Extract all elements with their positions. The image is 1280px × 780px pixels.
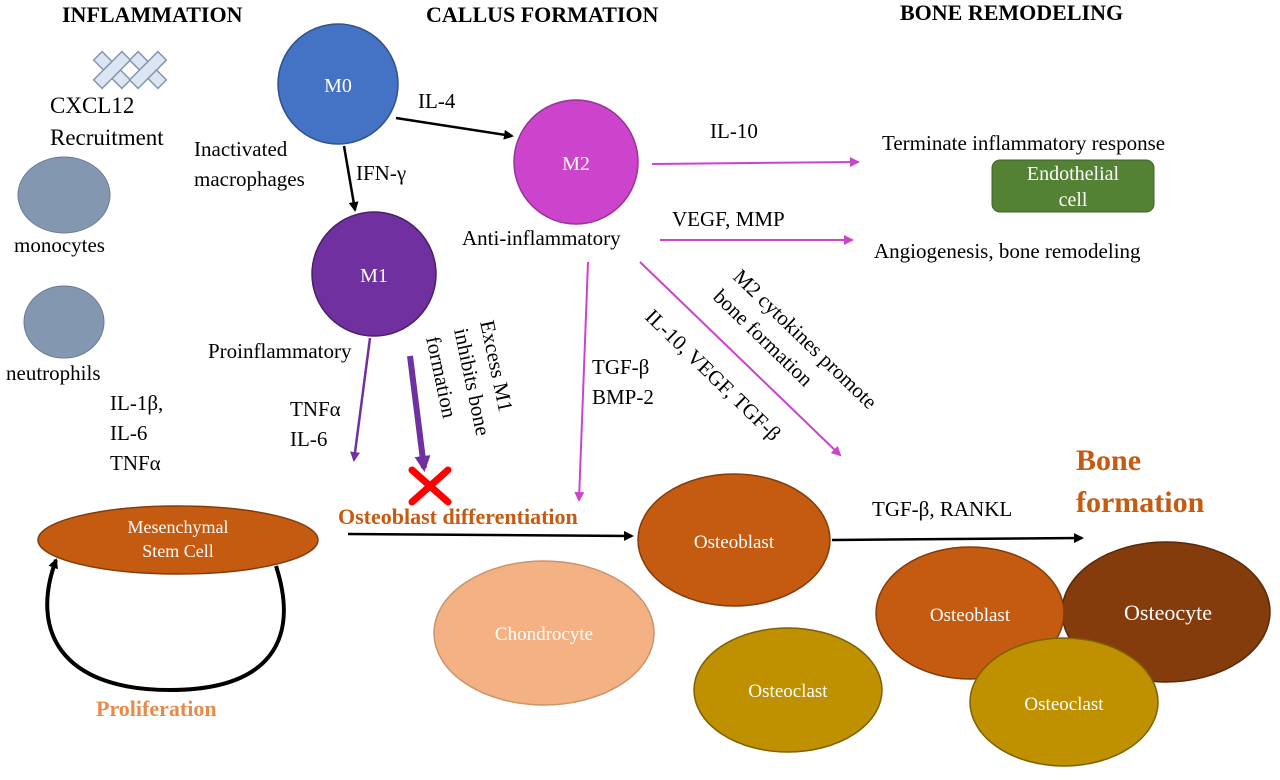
label-il10: IL-10 xyxy=(710,119,758,143)
label-angiogenesis: Angiogenesis, bone remodeling xyxy=(874,239,1141,263)
label-il6-a: IL-6 xyxy=(110,421,147,445)
label-bone: Bone xyxy=(1076,444,1141,477)
label-tgfb-rankl: TGF-β, RANKL xyxy=(872,497,1012,521)
label-vegf-mmp: VEGF, MMP xyxy=(672,207,785,231)
arrow-m2-terminate xyxy=(651,157,860,168)
header-inflammation: INFLAMMATION xyxy=(62,2,243,27)
m0-macrophage xyxy=(277,23,399,145)
label-proliferation: Proliferation xyxy=(96,696,217,721)
mesenchymal-stem-cell xyxy=(37,505,319,575)
label-macrophages: macrophages xyxy=(194,167,305,191)
osteoclast-right-label: Osteoclast xyxy=(1024,694,1104,715)
label-osteoblast-differentiation: Osteoblast differentiation xyxy=(338,504,578,529)
label-tgfb: TGF-β xyxy=(592,355,649,379)
label-ifng: IFN-γ xyxy=(356,161,406,185)
label-tnfa-a: TNFα xyxy=(110,451,161,475)
osteoclast-cell-right xyxy=(969,637,1159,767)
label-formation: formation xyxy=(1076,486,1205,519)
endothelial-label-1: Endothelial xyxy=(1027,163,1120,185)
monocyte-cell xyxy=(17,156,111,234)
label-neutrophils: neutrophils xyxy=(6,361,101,385)
label-anti-inflammatory: Anti-inflammatory xyxy=(462,226,621,250)
osteoblast-cell xyxy=(637,473,831,607)
chondrocyte-cell xyxy=(433,560,655,706)
label-il4: IL-4 xyxy=(418,89,456,113)
arrow-m0-to-m2 xyxy=(395,116,514,140)
label-bmp2: BMP-2 xyxy=(592,385,654,409)
label-il6-b: IL-6 xyxy=(290,427,327,451)
m1-label: M1 xyxy=(360,265,388,287)
header-bone-remodeling: BONE REMODELING xyxy=(900,0,1123,25)
label-proinflammatory: Proinflammatory xyxy=(208,339,352,363)
header-callus-formation: CALLUS FORMATION xyxy=(426,2,659,27)
osteoblast-label: Osteoblast xyxy=(694,532,775,553)
chondrocyte-label: Chondrocyte xyxy=(495,624,593,645)
m2-label: M2 xyxy=(562,153,590,175)
arrow-osteoblast-to-bone xyxy=(831,533,1084,544)
arrow-m1-inhibition xyxy=(407,355,431,472)
label-il1b: IL-1β, xyxy=(110,391,163,415)
osteoclast-label: Osteoclast xyxy=(748,681,828,702)
arrow-m2-osteoblast-diagonal xyxy=(639,261,842,457)
label-terminate: Terminate inflammatory response xyxy=(882,131,1165,155)
osteocyte-label: Osteocyte xyxy=(1124,600,1212,625)
label-recruitment: Recruitment xyxy=(50,125,164,150)
msc-label-2: Stem Cell xyxy=(142,541,214,561)
osteoclast-cell xyxy=(693,627,883,753)
proliferation-loop-arrow xyxy=(45,558,286,693)
arrow-msc-to-osteoblast xyxy=(347,530,634,541)
arrow-m2-osteoblast-diff xyxy=(574,261,589,502)
neutrophil-cell xyxy=(23,285,105,359)
label-tnfa-b: TNFα xyxy=(290,397,341,421)
m0-label: M0 xyxy=(324,75,352,97)
osteoblast-right-label: Osteoblast xyxy=(930,605,1011,626)
label-monocytes: monocytes xyxy=(14,233,105,257)
arrow-m1-tnfa xyxy=(350,337,372,462)
m2-macrophage xyxy=(513,99,639,225)
label-inactivated: Inactivated xyxy=(194,137,288,161)
label-cxcl12: CXCL12 xyxy=(50,93,134,118)
msc-label-1: Mesenchymal xyxy=(128,517,229,537)
m1-macrophage xyxy=(311,211,437,337)
cxcl12-icon xyxy=(92,50,168,90)
endothelial-label-2: cell xyxy=(1059,189,1088,211)
arrow-m0-to-m1 xyxy=(342,145,359,212)
endothelial-cell xyxy=(991,159,1155,213)
inhibit-x-icon xyxy=(408,466,452,506)
